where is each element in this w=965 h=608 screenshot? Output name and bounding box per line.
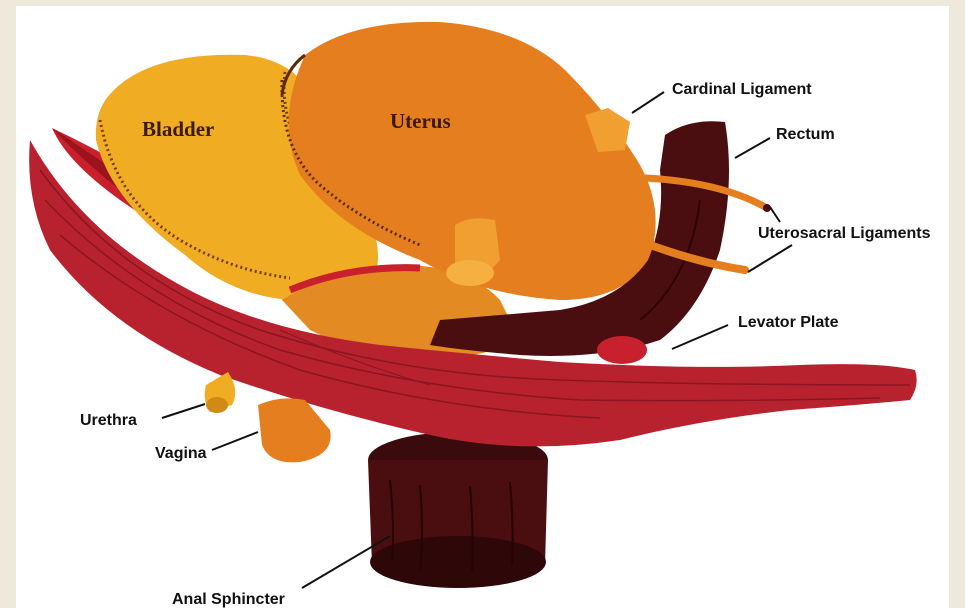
cardinal-ligament-leader [632,92,664,113]
label-vagina: Vagina [155,445,207,462]
urethra-stub [205,372,236,413]
label-levator-plate: Levator Plate [738,314,839,331]
urethra-leader [162,404,205,418]
anal-sphincter-shape [368,432,548,588]
label-cardinal-ligament: Cardinal Ligament [672,81,812,98]
label-uterosacral-ligaments: Uterosacral Ligaments [758,225,931,242]
diagram-canvas: Bladder Uterus Cardinal Ligament Rectum … [16,6,949,608]
levator-plate-leader [672,325,728,349]
pelvic-anatomy-diagram: Bladder Uterus Cardinal Ligament Rectum … [16,6,949,608]
uterosacral-leader-lower [748,245,792,272]
label-urethra: Urethra [80,412,137,429]
rectum-leader [735,138,770,158]
uterosacral-leader-upper [770,207,780,222]
vagina-stub [258,398,331,462]
label-anal-sphincter: Anal Sphincter [172,591,285,608]
vagina-leader [212,432,258,450]
bladder-label: Bladder [142,117,214,141]
uterus-label: Uterus [390,109,451,133]
label-rectum: Rectum [776,126,835,143]
